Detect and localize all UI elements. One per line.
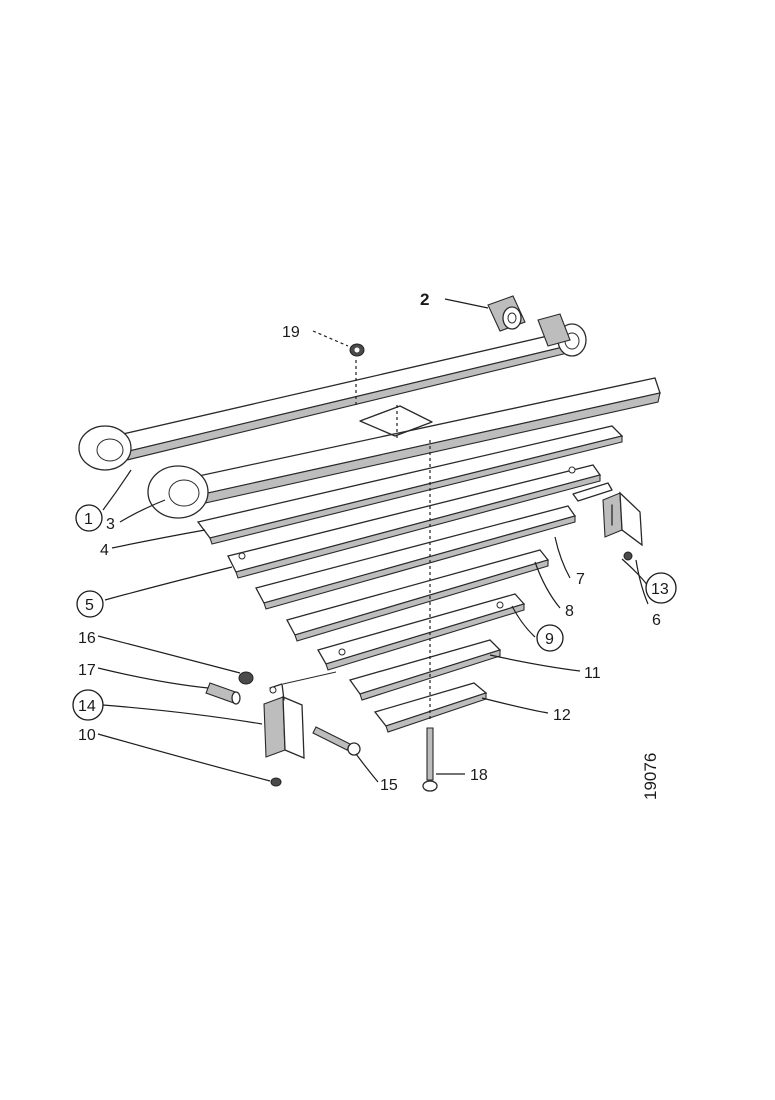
nut-16 bbox=[238, 671, 254, 685]
label-13: 13 bbox=[651, 581, 669, 598]
label-4: 4 bbox=[100, 542, 109, 559]
leaf-8 bbox=[286, 549, 550, 642]
label-17: 17 bbox=[78, 662, 96, 679]
center-plate bbox=[359, 405, 433, 440]
leaf-5 bbox=[227, 464, 602, 579]
clip-link-line bbox=[282, 671, 337, 685]
second-leaf-3 bbox=[147, 377, 661, 519]
label-3: 3 bbox=[106, 516, 115, 533]
label-14: 14 bbox=[78, 698, 96, 715]
label-18: 18 bbox=[470, 767, 488, 784]
label-9-circle bbox=[536, 624, 564, 652]
nut-19 bbox=[349, 343, 365, 357]
label-15: 15 bbox=[380, 777, 398, 794]
reference-number: 19076 bbox=[641, 753, 660, 800]
label-6: 6 bbox=[652, 612, 661, 629]
leaf-4 bbox=[196, 425, 624, 545]
leader-lines bbox=[97, 298, 649, 783]
label-9: 9 bbox=[545, 631, 554, 648]
clip-14 bbox=[263, 683, 305, 787]
label-10: 10 bbox=[78, 727, 96, 744]
clip-13 bbox=[602, 491, 643, 561]
label-11: 11 bbox=[584, 665, 601, 682]
rebound-clip-small bbox=[572, 482, 613, 502]
part-labels: 2 19 1 3 4 5 16 17 14 10 15 18 7 8 9 11 … bbox=[72, 290, 677, 794]
label-13-circle bbox=[645, 572, 677, 604]
label-8: 8 bbox=[565, 603, 574, 620]
label-2: 2 bbox=[420, 290, 429, 309]
label-1: 1 bbox=[84, 511, 93, 528]
leaf-9 bbox=[317, 593, 526, 671]
leaf-7 bbox=[255, 505, 577, 610]
label-5-circle bbox=[76, 590, 104, 618]
main-leaf-1 bbox=[78, 323, 587, 471]
spacer-17 bbox=[205, 682, 241, 705]
center-bolt-18 bbox=[422, 727, 438, 792]
label-12: 12 bbox=[553, 707, 571, 724]
label-7: 7 bbox=[576, 571, 585, 588]
bushing-2 bbox=[487, 295, 571, 347]
label-14-circle bbox=[72, 689, 104, 721]
label-1-circle bbox=[75, 504, 103, 532]
bolt-15 bbox=[312, 726, 361, 756]
label-16: 16 bbox=[78, 630, 96, 647]
label-19: 19 bbox=[282, 324, 300, 341]
label-5: 5 bbox=[85, 597, 94, 614]
